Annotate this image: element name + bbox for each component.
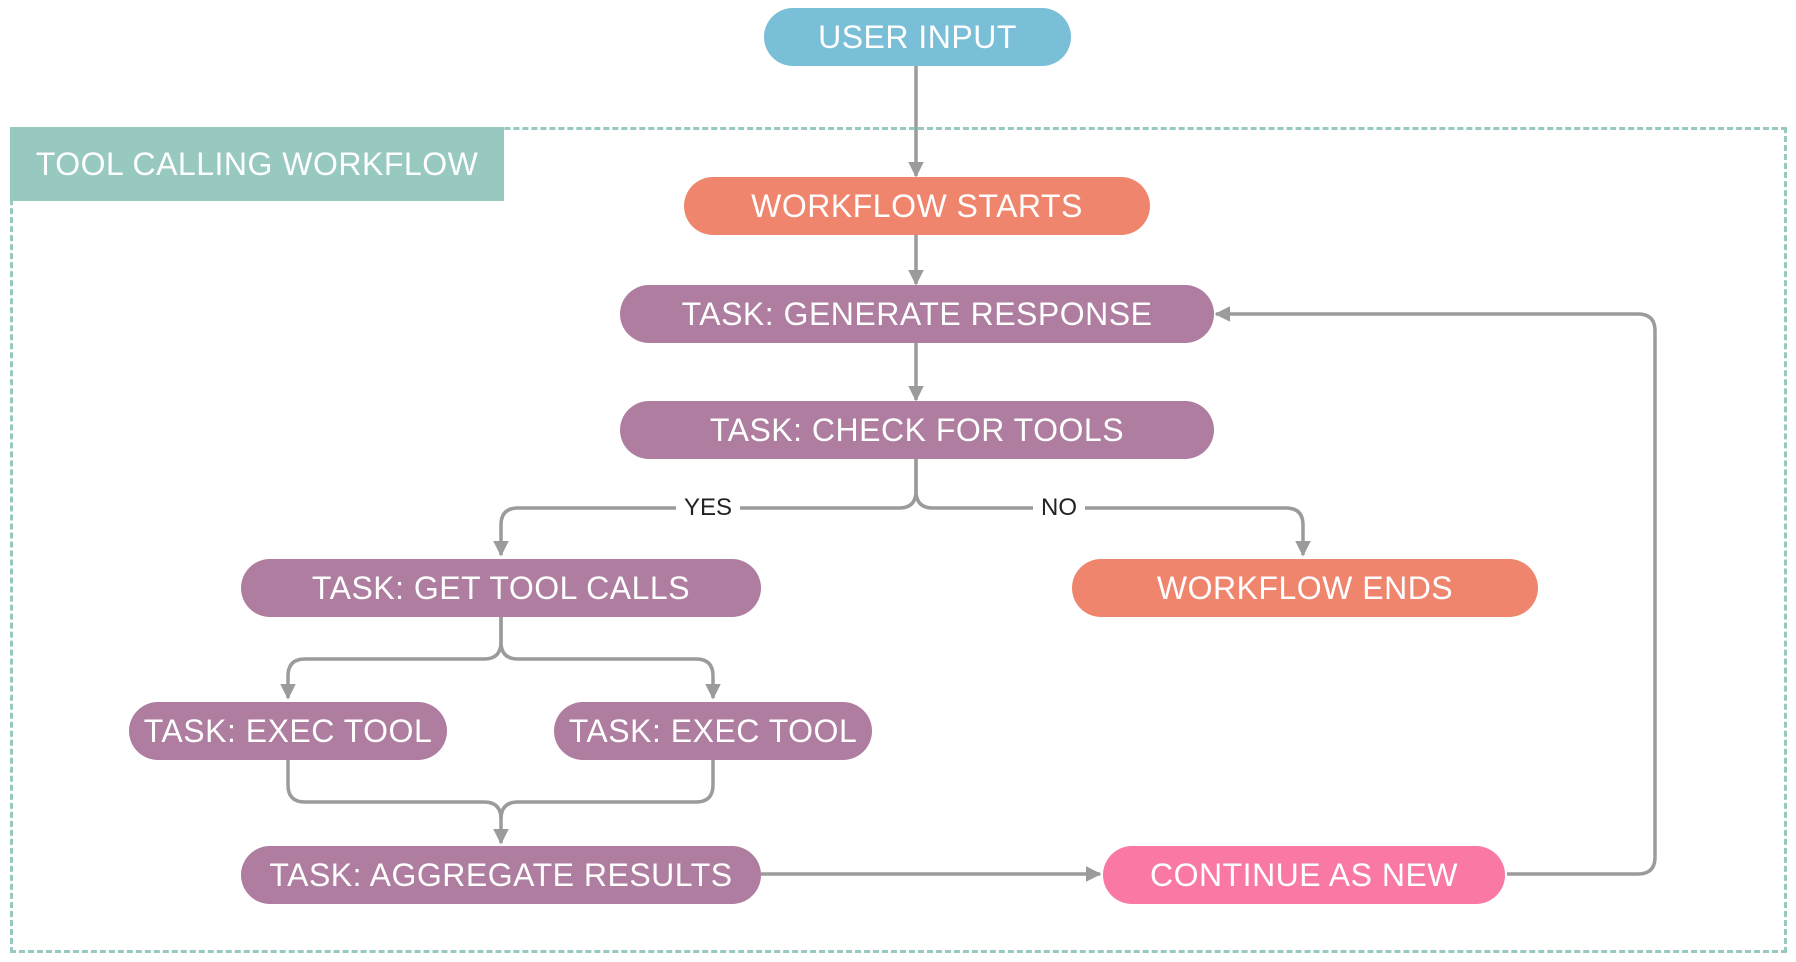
node-user-input: USER INPUT: [764, 8, 1071, 66]
edge-calls-to-exec-right: [499, 617, 721, 700]
node-exec-tool-2: TASK: EXEC TOOL: [554, 702, 872, 760]
node-aggregate-results: TASK: AGGREGATE RESULTS: [241, 846, 761, 904]
edge-continue-loop-back: [1214, 306, 1657, 876]
edge-label-no: NO: [1033, 494, 1085, 522]
node-get-tool-calls: TASK: GET TOOL CALLS: [241, 559, 761, 617]
edge-label-yes: YES: [675, 494, 741, 522]
node-workflow-starts: WORKFLOW STARTS: [684, 177, 1150, 235]
node-workflow-ends: WORKFLOW ENDS: [1072, 559, 1538, 617]
workflow-container: [10, 127, 1787, 953]
workflow-container-label: TOOL CALLING WORKFLOW: [10, 127, 504, 201]
edge-exec-right-to-aggregate: [499, 760, 715, 820]
node-exec-tool-1: TASK: EXEC TOOL: [129, 702, 447, 760]
edge-check-no: [914, 459, 1311, 557]
node-check-for-tools: TASK: CHECK FOR TOOLS: [620, 401, 1214, 459]
node-continue-as-new: CONTINUE AS NEW: [1103, 846, 1505, 904]
node-generate-response: TASK: GENERATE RESPONSE: [620, 285, 1214, 343]
